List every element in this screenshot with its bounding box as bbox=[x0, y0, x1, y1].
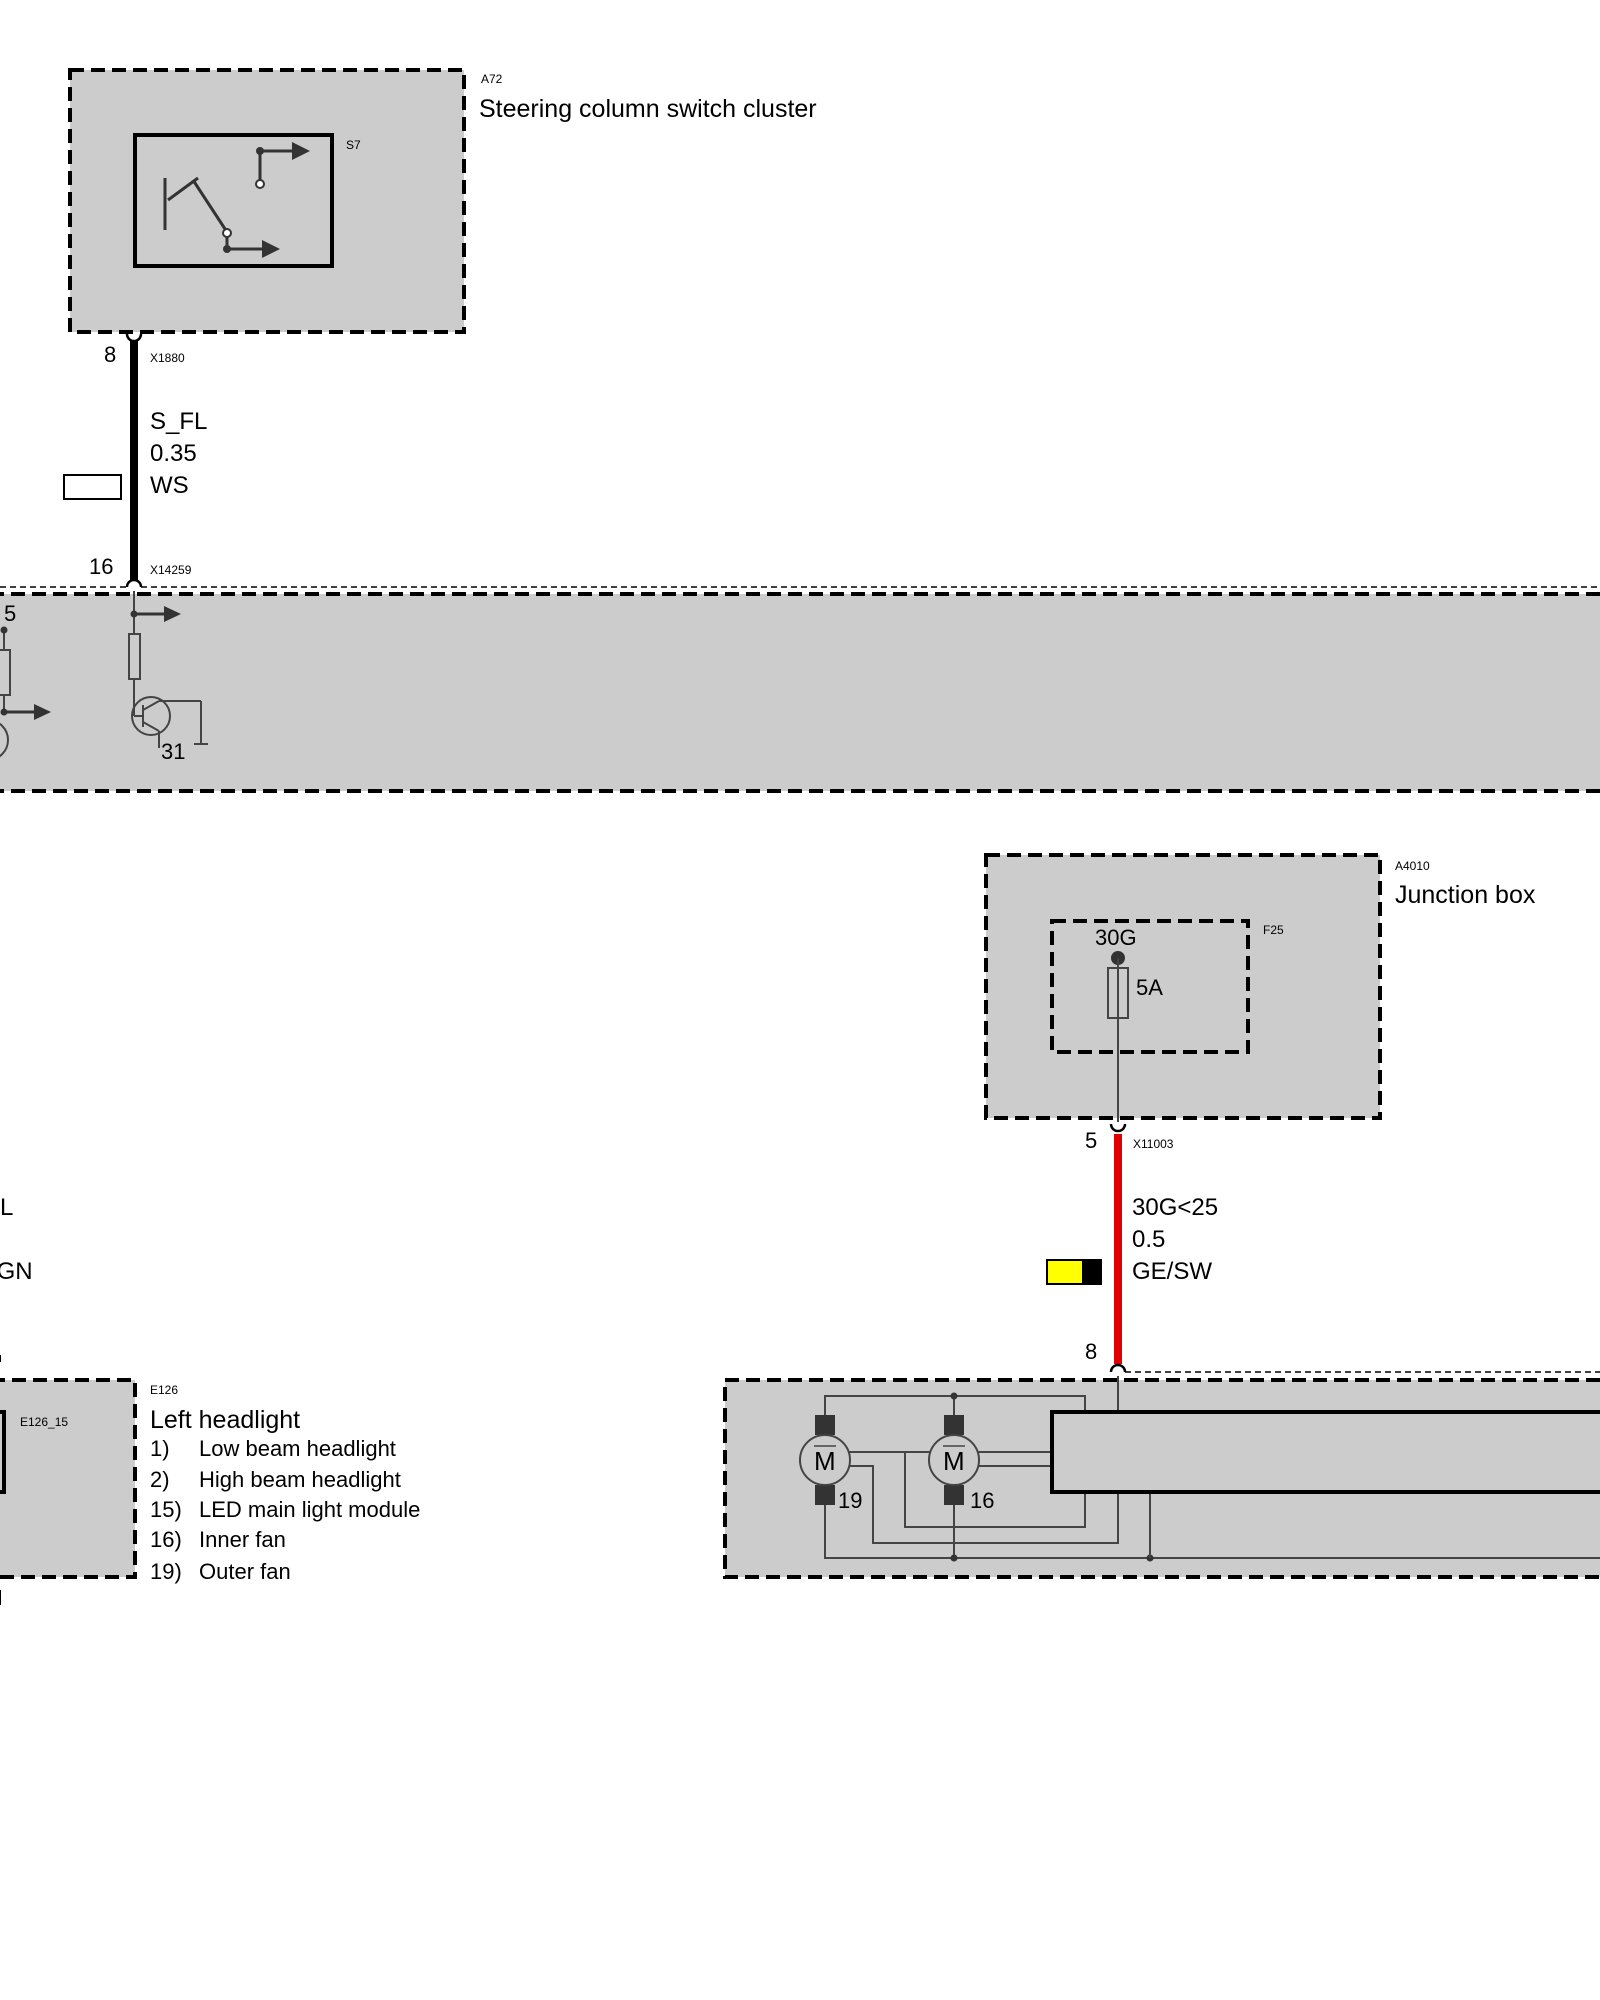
wire-s-fl-cross-section: 0.35 bbox=[150, 440, 197, 467]
e126-15-module-box bbox=[0, 1410, 6, 1494]
legend-num: 2) bbox=[150, 1467, 170, 1492]
s7-switch-box bbox=[133, 133, 334, 268]
inner-fan-icon: M bbox=[928, 1415, 980, 1505]
wire-30g-color-code: GE/SW bbox=[1132, 1258, 1212, 1285]
wire-30g-pin-top: 5 bbox=[1085, 1128, 1097, 1153]
input-circuit bbox=[128, 591, 208, 748]
wire-color-swatch-ge bbox=[1046, 1259, 1084, 1285]
wire-s-fl-connector-bottom: X14259 bbox=[150, 563, 192, 577]
e126-legend: 1) Low beam headlight 2) High beam headl… bbox=[150, 1436, 420, 1584]
fuse-rating: 5A bbox=[1136, 975, 1163, 1000]
outer-fan-icon: M bbox=[799, 1415, 851, 1505]
inner-fan-label: 16 bbox=[970, 1488, 994, 1513]
control-unit-housing bbox=[0, 592, 1600, 793]
motor-symbol: M bbox=[943, 1446, 965, 1476]
component-e126: E126_15 E126 Left headlight 1) Low beam … bbox=[0, 1355, 420, 1605]
outer-fan-label: 19 bbox=[838, 1488, 862, 1513]
connector-x1880-icon bbox=[125, 333, 143, 343]
e126-name: Left headlight bbox=[150, 1406, 300, 1434]
wire-s-fl: 8 X1880 S_FL 0.35 WS 16 X14259 bbox=[63, 333, 207, 588]
s7-id: S7 bbox=[346, 138, 361, 152]
headlight-fan-section: M 19 M 16 bbox=[723, 1371, 1600, 1579]
connector-headlight-pin-8-icon bbox=[1109, 1363, 1127, 1373]
clipped-wire-label-a: L bbox=[0, 1194, 13, 1221]
led-main-light-module-box bbox=[1050, 1410, 1600, 1494]
control-unit-pin-left: 5 bbox=[4, 601, 16, 626]
legend-text: High beam headlight bbox=[199, 1467, 401, 1492]
wire-30g: 5 X11003 30G<25 0.5 GE/SW 8 bbox=[1046, 1123, 1218, 1373]
legend-text: LED main light module bbox=[199, 1497, 420, 1522]
control-unit: 31 5 bbox=[0, 586, 1600, 793]
a4010-id: A4010 bbox=[1395, 859, 1430, 873]
wire-30g-connector-top: X11003 bbox=[1133, 1137, 1174, 1151]
connector-x11003-icon bbox=[1109, 1123, 1127, 1133]
connector-x14259-icon bbox=[125, 578, 143, 588]
clipped-wire-label-b: 'GN bbox=[0, 1258, 33, 1285]
transistor-icon bbox=[131, 696, 171, 736]
wire-30g-cross-section: 0.5 bbox=[1132, 1226, 1165, 1253]
legend-num: 15) bbox=[150, 1497, 182, 1522]
terminal-30g-label: 30G bbox=[1095, 925, 1137, 950]
switch-symbol-icon bbox=[163, 142, 310, 258]
e126-housing-left bbox=[0, 1378, 137, 1579]
f25-id: F25 bbox=[1263, 923, 1284, 937]
motor-symbol: M bbox=[814, 1446, 836, 1476]
wire-s-fl-pin-bottom: 16 bbox=[89, 554, 113, 579]
a4010-name: Junction box bbox=[1395, 881, 1536, 909]
ground-label: 31 bbox=[161, 739, 185, 764]
wire-color-swatch-ws bbox=[63, 474, 122, 500]
f25-fuse-box bbox=[1050, 919, 1250, 1054]
legend-text: Inner fan bbox=[199, 1527, 286, 1552]
a72-housing bbox=[68, 68, 466, 334]
a4010-housing bbox=[984, 853, 1382, 1120]
wire-30g-pin-bottom: 8 bbox=[1085, 1339, 1097, 1364]
component-a72: A72 Steering column switch cluster S7 bbox=[68, 68, 817, 334]
legend-text: Low beam headlight bbox=[199, 1436, 396, 1461]
wire-s-fl-color-code: WS bbox=[150, 472, 189, 499]
wire-30g-signal: 30G<25 bbox=[1132, 1194, 1218, 1221]
wire-color-swatch-sw bbox=[1082, 1259, 1102, 1285]
clipped-left-circuit: 5 bbox=[0, 601, 51, 758]
legend-text: Outer fan bbox=[199, 1559, 291, 1584]
e126-15-id: E126_15 bbox=[20, 1415, 68, 1429]
wire-s-fl-pin-top: 8 bbox=[104, 342, 116, 367]
legend-num: 16) bbox=[150, 1527, 182, 1552]
wire-s-fl-connector-top: X1880 bbox=[150, 351, 185, 365]
a72-id: A72 bbox=[481, 72, 503, 86]
e126-id: E126 bbox=[150, 1383, 178, 1397]
wire-s-fl-signal: S_FL bbox=[150, 408, 207, 435]
legend-num: 19) bbox=[150, 1559, 182, 1584]
legend-num: 1) bbox=[150, 1436, 170, 1461]
clipped-left-wire-labels: L 'GN bbox=[0, 1194, 33, 1285]
a72-name: Steering column switch cluster bbox=[479, 95, 817, 123]
component-a4010: 30G 5A F25 A4010 Junction box bbox=[984, 853, 1536, 1122]
